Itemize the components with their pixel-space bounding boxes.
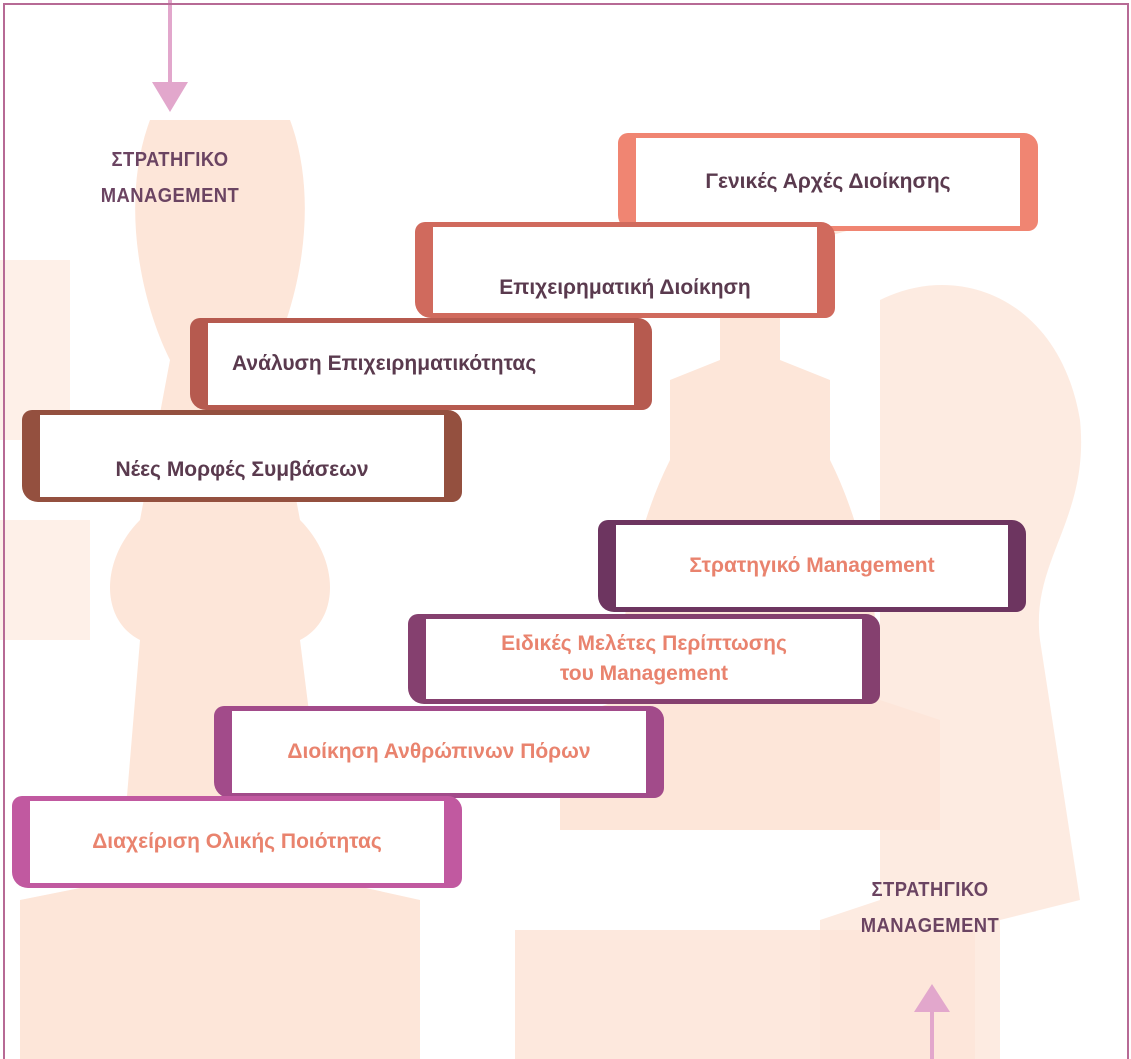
step-entrepreneurship-analysis: Ανάλυση Επιχειρηματικότητας [190,318,652,410]
step-case-studies: Ειδικές Μελέτες Περίπτωσης του Managemen… [408,614,880,704]
heading-top-line2: MANAGEMENT [100,185,240,207]
heading-bottom: ΣΤΡΑΤΗΓΙΚΟ MANAGEMENT [810,872,1049,944]
heading-top-line1: ΣΤΡΑΤΗΓΙΚΟ [111,149,229,171]
step-entrepreneurship-analysis-label: Ανάλυση Επιχειρηματικότητας [232,352,537,375]
step-total-quality: Διαχείριση Ολικής Ποιότητας [12,796,462,888]
step-case-studies-label: Ειδικές Μελέτες Περίπτωσης του Managemen… [501,629,787,689]
heading-bottom-line1: ΣΤΡΑΤΗΓΙΚΟ [871,879,989,901]
step-total-quality-label: Διαχείριση Ολικής Ποιότητας [92,830,382,853]
step-general-principles-label: Γενικές Αρχές Διοίκησης [705,170,951,193]
step-human-resources-label: Διοίκηση Ανθρώπινων Πόρων [287,740,591,763]
step-human-resources: Διοίκηση Ανθρώπινων Πόρων [214,706,664,798]
heading-bottom-line2: MANAGEMENT [860,915,1000,937]
step-strategic-management: Στρατηγικό Management [598,520,1026,612]
step-case-studies-line2: του Management [559,662,729,685]
step-strategic-management-label: Στρατηγικό Management [689,554,935,577]
step-business-administration-label: Επιχειρηματική Διοίκηση [499,276,751,299]
step-new-contract-forms: Νέες Μορφές Συμβάσεων [22,410,462,502]
step-general-principles: Γενικές Αρχές Διοίκησης [618,133,1038,231]
step-new-contract-forms-label: Νέες Μορφές Συμβάσεων [115,458,369,481]
step-case-studies-line1: Ειδικές Μελέτες Περίπτωσης [501,632,787,655]
heading-top: ΣΤΡΑΤΗΓΙΚΟ MANAGEMENT [50,142,289,214]
step-business-administration: Επιχειρηματική Διοίκηση [415,222,835,318]
